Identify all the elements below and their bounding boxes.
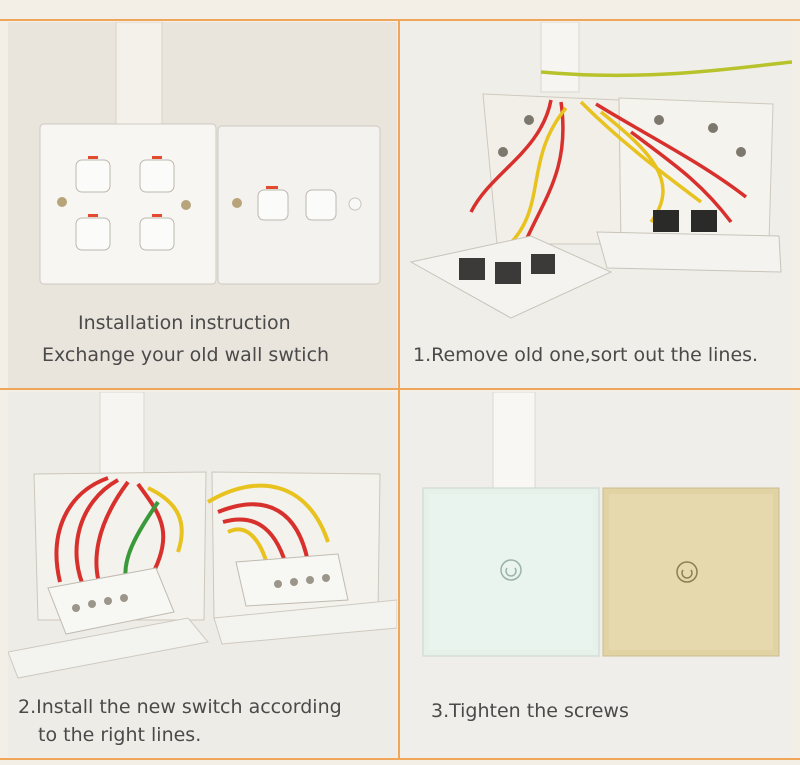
- new-switch-photo: [401, 392, 792, 757]
- panel-install-new: 2.Install the new switch according to th…: [8, 392, 397, 757]
- top-border: [0, 19, 800, 21]
- step1-text: 1.Remove old one,sort out the lines.: [413, 344, 759, 366]
- panel-tighten: 3.Tighten the screws: [401, 392, 792, 757]
- middle-border-vertical: [398, 19, 400, 759]
- step2-line2: to the right lines.: [38, 724, 202, 746]
- removed-switch-photo: [401, 22, 792, 388]
- intro-title: Installation instruction: [78, 312, 291, 334]
- old-switch-photo: [8, 22, 397, 388]
- panel-old-switch: Installation instruction Exchange your o…: [8, 22, 397, 388]
- install-switch-photo: [8, 392, 397, 757]
- intro-subtitle: Exchange your old wall swtich: [42, 344, 330, 366]
- bottom-border: [0, 758, 800, 760]
- middle-border-horizontal: [0, 388, 800, 390]
- panel-remove-old: 1.Remove old one,sort out the lines.: [401, 22, 792, 388]
- step2-line1: 2.Install the new switch according: [18, 696, 342, 718]
- step3-text: 3.Tighten the screws: [431, 700, 629, 722]
